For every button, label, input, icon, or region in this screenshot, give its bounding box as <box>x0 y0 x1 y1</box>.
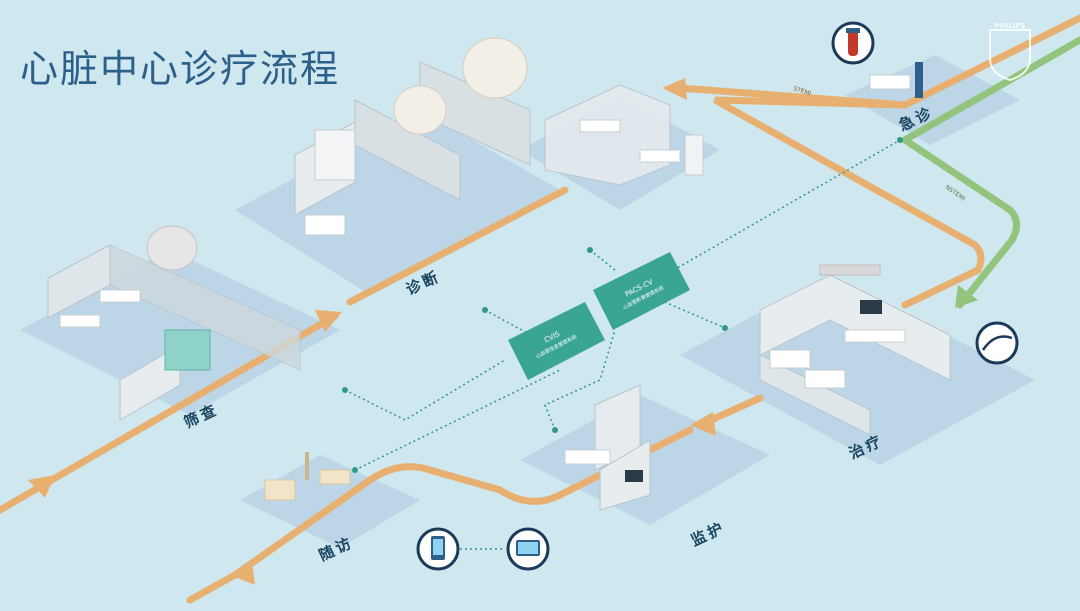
sofa <box>264 479 296 501</box>
cvis-box-shape <box>508 302 605 380</box>
tablet-screen <box>518 542 538 554</box>
info-links <box>344 139 901 550</box>
blood-test-icon <box>831 21 875 65</box>
info-link <box>484 309 541 341</box>
patient-bed <box>639 149 681 163</box>
cvis-box: CVIS 心血管信息管理系统 <box>508 302 605 380</box>
link-dot <box>552 427 558 433</box>
mri-scanner <box>146 225 198 271</box>
link-dot <box>342 387 348 393</box>
nstemi-tag: NSTEMI <box>944 184 967 203</box>
info-link <box>354 369 561 471</box>
screening-room <box>47 225 301 421</box>
arrow-head <box>662 78 687 100</box>
control-desk <box>304 214 346 236</box>
monitor-device-icon <box>506 527 550 571</box>
nurse <box>915 62 923 98</box>
phone-screen <box>433 539 443 555</box>
patient-bed <box>579 119 621 133</box>
info-link <box>659 299 726 329</box>
info-link <box>664 139 901 276</box>
floor-lamp <box>305 452 309 480</box>
control-desk <box>804 369 846 389</box>
ct-scanner <box>393 85 447 135</box>
monitor-display <box>860 300 882 314</box>
link-dot <box>897 137 903 143</box>
treatment-room <box>759 264 951 436</box>
philips-logo: PHILIPS <box>989 22 1031 82</box>
cath-table <box>844 329 906 343</box>
patient-bed <box>99 289 141 303</box>
reception-desk <box>164 329 211 371</box>
info-link <box>344 359 506 421</box>
info-link <box>589 249 616 271</box>
wall <box>759 354 871 436</box>
stretcher <box>869 74 911 90</box>
arrow-head <box>28 475 55 498</box>
c-arm <box>819 264 881 276</box>
ecg-catheter-icon <box>975 321 1019 365</box>
stemi-arrival <box>676 84 909 109</box>
flow-segment <box>346 186 569 306</box>
pacs-box-shape <box>593 252 690 330</box>
link-dot <box>587 247 593 253</box>
cabinet <box>319 469 351 485</box>
arrow-head <box>315 310 342 332</box>
mobile-device-icon <box>416 527 460 571</box>
nstemi-route <box>898 36 1080 309</box>
flow-arrows <box>28 78 716 585</box>
followup-platform <box>240 455 420 548</box>
arrow-head <box>690 412 716 436</box>
stemi-route <box>713 14 1080 309</box>
link-dot <box>722 325 728 331</box>
monitoring-route <box>231 426 694 579</box>
ultrasound-cart <box>684 134 704 176</box>
diagnosis-platform <box>235 110 560 295</box>
monitor-display <box>625 470 643 482</box>
monitoring-room <box>564 384 651 511</box>
philips-shield <box>989 29 1031 82</box>
main-flow-path <box>0 14 1080 604</box>
link-dot <box>352 467 358 473</box>
icu-bed <box>564 449 611 465</box>
page-title: 心脏中心诊疗流程 <box>20 47 341 91</box>
wall <box>109 244 301 371</box>
rooms <box>47 37 951 511</box>
pacs-box: PACS-CV 心血管影像管理系统 <box>593 252 690 330</box>
wall <box>544 84 671 186</box>
ct-gantry <box>314 129 356 181</box>
emergency-room <box>869 62 923 98</box>
patient-bed <box>59 314 101 328</box>
diagnosis-room <box>294 37 704 236</box>
control-desk <box>769 349 811 369</box>
nstemi-arrow-head <box>955 285 978 308</box>
philips-wordmark: PHILIPS <box>995 22 1026 30</box>
link-dots <box>342 137 903 473</box>
icon-bubble <box>975 321 1019 365</box>
catheter-wire <box>981 335 1013 351</box>
tube-cap <box>846 28 860 33</box>
mri-scanner <box>462 37 528 99</box>
link-dot <box>482 307 488 313</box>
followup-room <box>264 452 351 501</box>
flow-segment <box>186 571 239 604</box>
test-tube <box>848 30 858 56</box>
arrow-head <box>230 562 255 585</box>
